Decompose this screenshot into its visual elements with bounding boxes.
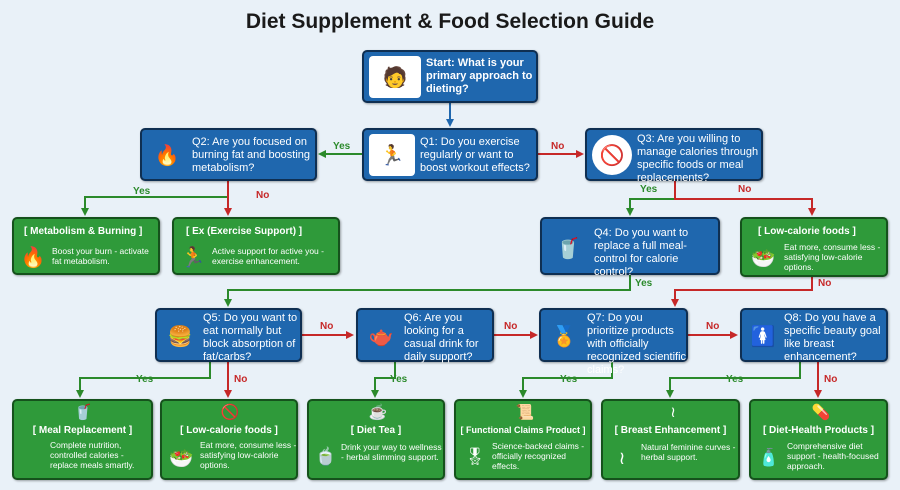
result-breast-enhancement: ≀ [ Breast Enhancement ] ≀ Natural femin…	[601, 399, 740, 480]
salad-bowl-icon: 🥗	[165, 443, 197, 473]
result-functional-claims: 📜 [ Functional Claims Product ] 🎖 Scienc…	[454, 399, 592, 480]
q1-node: 🏃 Q1: Do you exercise regularly or want …	[362, 128, 538, 181]
yes-label-q4: Yes	[635, 278, 652, 289]
teapot-icon: 🫖	[362, 317, 400, 355]
q7-node: 🏅 Q7: Do you prioritize products with of…	[539, 308, 688, 362]
fire-lightning-icon: 🔥	[18, 243, 48, 271]
result-desc: Eat more, consume less - satisfying low-…	[200, 440, 297, 470]
flame-icon: 🔥	[147, 136, 187, 174]
result-low-calorie-top: [ Low-calorie foods ] 🥗 Eat more, consum…	[740, 217, 888, 277]
arrow-lowcal-q8	[675, 277, 812, 305]
result-desc: Boost your burn - activate fat metabolis…	[52, 246, 158, 266]
no-label-q5: No	[320, 321, 333, 332]
result-title: [ Metabolism & Burning ]	[24, 226, 142, 237]
no-label-lowcal: No	[818, 278, 831, 289]
q5-node: 🍔 Q5: Do you want to eat normally but bl…	[155, 308, 302, 362]
q1-text: Q1: Do you exercise regularly or want to…	[420, 136, 536, 175]
result-metabolism-burning: [ Metabolism & Burning ] 🔥 Boost your bu…	[12, 217, 160, 275]
no-label-q6: No	[504, 321, 517, 332]
result-desc: Complete nutrition, controlled calories …	[50, 440, 152, 470]
salad-bowl-icon: 🥗	[746, 243, 780, 273]
q7-text: Q7: Do you prioritize products with offi…	[587, 312, 687, 377]
q5-text: Q5: Do you want to eat normally but bloc…	[203, 312, 301, 364]
q3-text: Q3: Are you willing to manage calories t…	[637, 133, 761, 185]
result-title: [ Ex (Exercise Support) ]	[186, 226, 302, 237]
result-exercise-support: [ Ex (Exercise Support) ] 🏃 Active suppo…	[172, 217, 340, 275]
result-title: [ Diet-Health Products ]	[751, 425, 886, 436]
no-label-q8: No	[824, 374, 837, 385]
food-plate-no-icon: 🚫	[592, 135, 632, 175]
result-desc: Eat more, consume less - satisfying low-…	[784, 242, 886, 272]
q6-node: 🫖 Q6: Are you looking for a casual drink…	[356, 308, 494, 362]
result-desc: Drink your way to wellness - herbal slim…	[341, 442, 444, 462]
q4-text: Q4: Do you want to replace a full meal-c…	[594, 227, 718, 279]
result-desc: Science-backed claims - officially recog…	[492, 441, 591, 471]
result-low-calorie-bottom: 🚫 [ Low-calorie foods ] 🥗 Eat more, cons…	[160, 399, 298, 480]
yes-label-q6: Yes	[390, 374, 407, 385]
yes-label-q7: Yes	[560, 374, 577, 385]
result-title: [ Breast Enhancement ]	[603, 425, 738, 436]
no-label-q7: No	[706, 321, 719, 332]
result-title: [ Meal Replacement ]	[14, 425, 151, 436]
no-fat-icon: 🚫	[216, 402, 244, 422]
result-meal-replacement: 🥤 [ Meal Replacement ] Complete nutritio…	[12, 399, 153, 480]
result-title: [ Diet Tea ]	[309, 425, 443, 436]
no-label-q3: No	[738, 184, 751, 195]
result-diet-tea: ☕ [ Diet Tea ] 🍵 Drink your way to welln…	[307, 399, 445, 480]
no-label-q1: No	[551, 141, 564, 152]
q2-text: Q2: Are you focused on burning fat and b…	[192, 136, 316, 175]
q2-node: 🔥 Q2: Are you focused on burning fat and…	[140, 128, 317, 181]
award-icon: 🎖	[460, 443, 490, 471]
runner-icon: 🏃	[178, 243, 208, 271]
runner-dumbbell-icon: 🏃	[369, 134, 415, 176]
result-diet-health: 💊 [ Diet-Health Products ] 🧴 Comprehensi…	[749, 399, 888, 480]
result-title: [ Low-calorie foods ]	[758, 226, 856, 237]
result-title: [ Functional Claims Product ]	[456, 425, 590, 435]
tea-cup-small-icon: 🍵	[312, 443, 340, 471]
q8-text: Q8: Do you have a specific beauty goal l…	[784, 312, 886, 364]
q4-node: 🥤 Q4: Do you want to replace a full meal…	[540, 217, 720, 275]
dieting-person-icon: 🧑	[369, 56, 421, 98]
start-text: Start: What is your primary approach to …	[426, 57, 534, 96]
result-desc: Active support for active you - exercise…	[212, 246, 338, 266]
yes-label-q8: Yes	[726, 374, 743, 385]
q3-node: 🚫 Q3: Are you willing to manage calories…	[585, 128, 763, 181]
yes-label-q5: Yes	[136, 374, 153, 385]
yes-label-q1: Yes	[333, 141, 350, 152]
yes-label-q3: Yes	[640, 184, 657, 195]
woman-icon: 🚺	[746, 316, 780, 356]
shake-cookie-icon: 🥤	[547, 227, 589, 269]
arrow-q4-q5	[228, 275, 630, 305]
result-title: [ Low-calorie foods ]	[162, 425, 296, 436]
burger-shield-icon: 🍔	[161, 316, 199, 356]
no-label-q5b: No	[234, 374, 247, 385]
tea-cup-icon: ☕	[364, 402, 392, 422]
certified-badge-icon: 🏅	[545, 316, 583, 356]
yes-label-q2: Yes	[133, 186, 150, 197]
no-label-q2: No	[256, 190, 269, 201]
shake-bar-icon: 🥤	[69, 402, 97, 422]
result-desc: Comprehensive diet support - health-focu…	[787, 441, 886, 471]
silhouette-small-icon: ≀	[609, 443, 635, 473]
pill-bottle-icon: 🧴	[755, 443, 783, 473]
supplement-bottle-icon: 💊	[807, 402, 835, 422]
arrow-q2-metabolism	[85, 181, 228, 214]
q8-node: 🚺 Q8: Do you have a specific beauty goal…	[740, 308, 888, 362]
certificate-icon: 📜	[511, 402, 539, 422]
feminine-silhouette-icon: ≀	[659, 402, 687, 422]
result-desc: Natural feminine curves - herbal support…	[641, 442, 738, 462]
start-node: 🧑 Start: What is your primary approach t…	[362, 50, 538, 103]
q6-text: Q6: Are you looking for a casual drink f…	[404, 312, 492, 364]
